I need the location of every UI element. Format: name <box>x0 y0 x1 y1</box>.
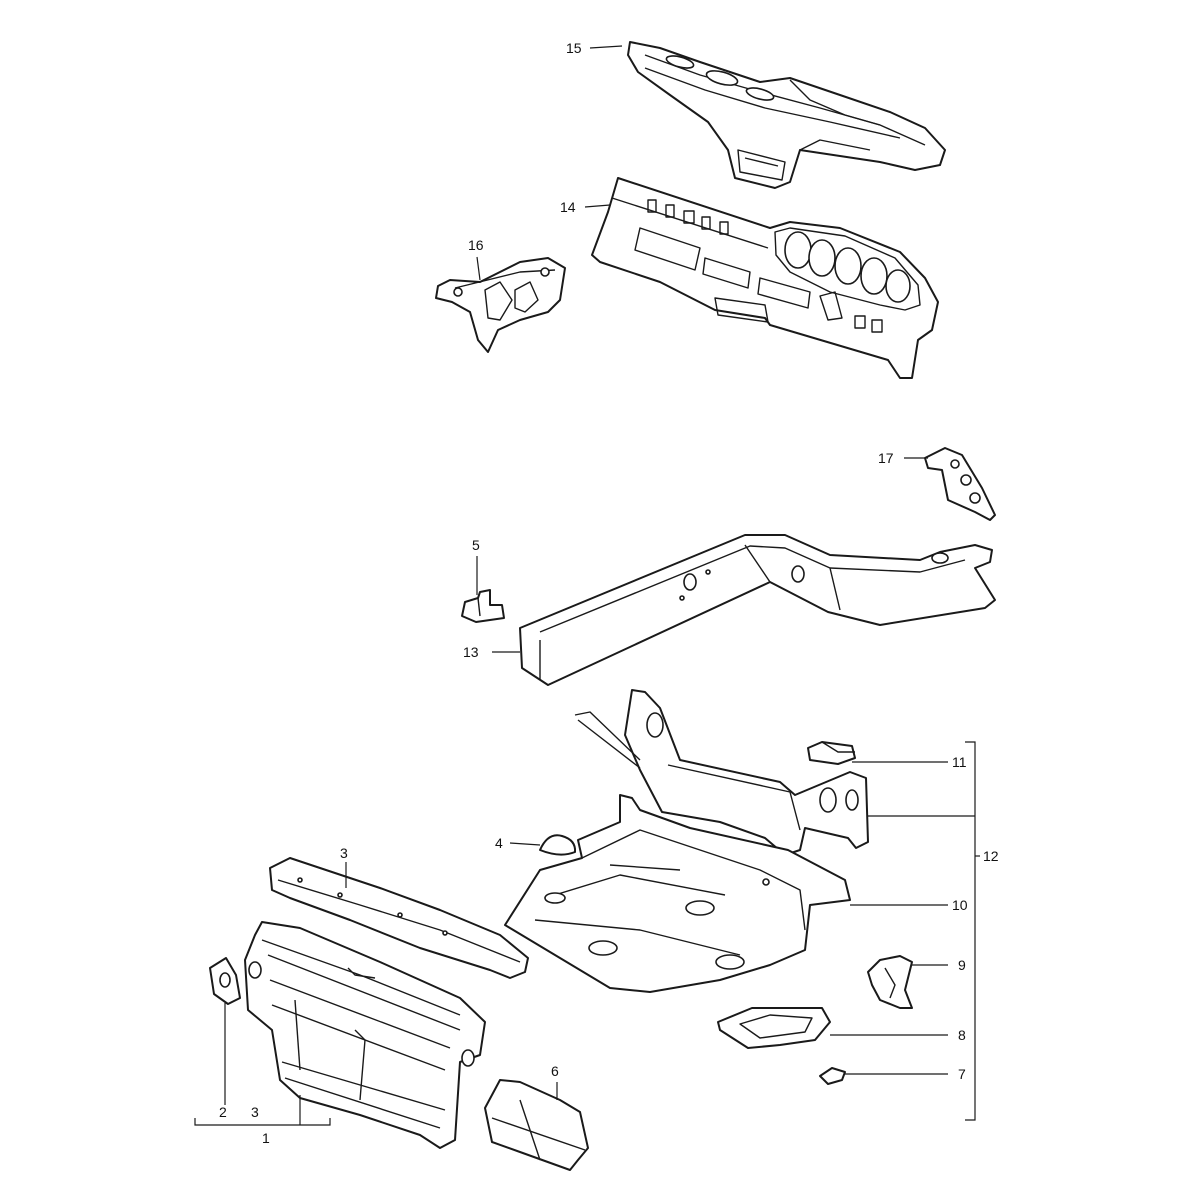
label-3-lower: 3 <box>251 1104 259 1120</box>
part-8-frame <box>717 1007 831 1049</box>
leader-lines <box>194 45 980 1126</box>
callout-labels: 15 14 16 17 5 13 4 11 12 10 9 8 7 3 6 2 … <box>219 40 999 1146</box>
label-6: 6 <box>551 1063 559 1079</box>
label-10: 10 <box>952 897 968 913</box>
part-15-dashboard-shell <box>627 41 946 189</box>
label-13: 13 <box>463 644 479 660</box>
part-7-clip <box>819 1067 846 1085</box>
part-2-seal <box>209 957 241 1005</box>
label-14: 14 <box>560 199 576 215</box>
part-11-pad <box>807 741 856 765</box>
label-3-upper: 3 <box>340 845 348 861</box>
part-13-longitudinal-member <box>519 534 996 686</box>
label-2: 2 <box>219 1104 227 1120</box>
part-10-floor-pan <box>504 794 851 993</box>
part-6-deflector <box>484 1079 589 1171</box>
part-3-upper-panel <box>269 857 529 979</box>
label-7: 7 <box>958 1066 966 1082</box>
label-16: 16 <box>468 237 484 253</box>
part-14-dashboard-panel <box>591 177 939 379</box>
label-15: 15 <box>566 40 582 56</box>
label-9: 9 <box>958 957 966 973</box>
part-5-clip <box>461 589 505 623</box>
label-4: 4 <box>495 835 503 851</box>
label-1: 1 <box>262 1130 270 1146</box>
part-17-bracket <box>924 447 996 521</box>
label-12: 12 <box>983 848 999 864</box>
label-5: 5 <box>472 537 480 553</box>
label-17: 17 <box>878 450 894 466</box>
part-16-bracket <box>435 257 566 353</box>
part-1-front-panel <box>244 921 486 1149</box>
part-9-bracket <box>867 955 913 1009</box>
part-12-cross-member <box>574 689 869 856</box>
label-8: 8 <box>958 1027 966 1043</box>
label-11: 11 <box>952 754 967 770</box>
part-4-plug <box>539 834 577 856</box>
